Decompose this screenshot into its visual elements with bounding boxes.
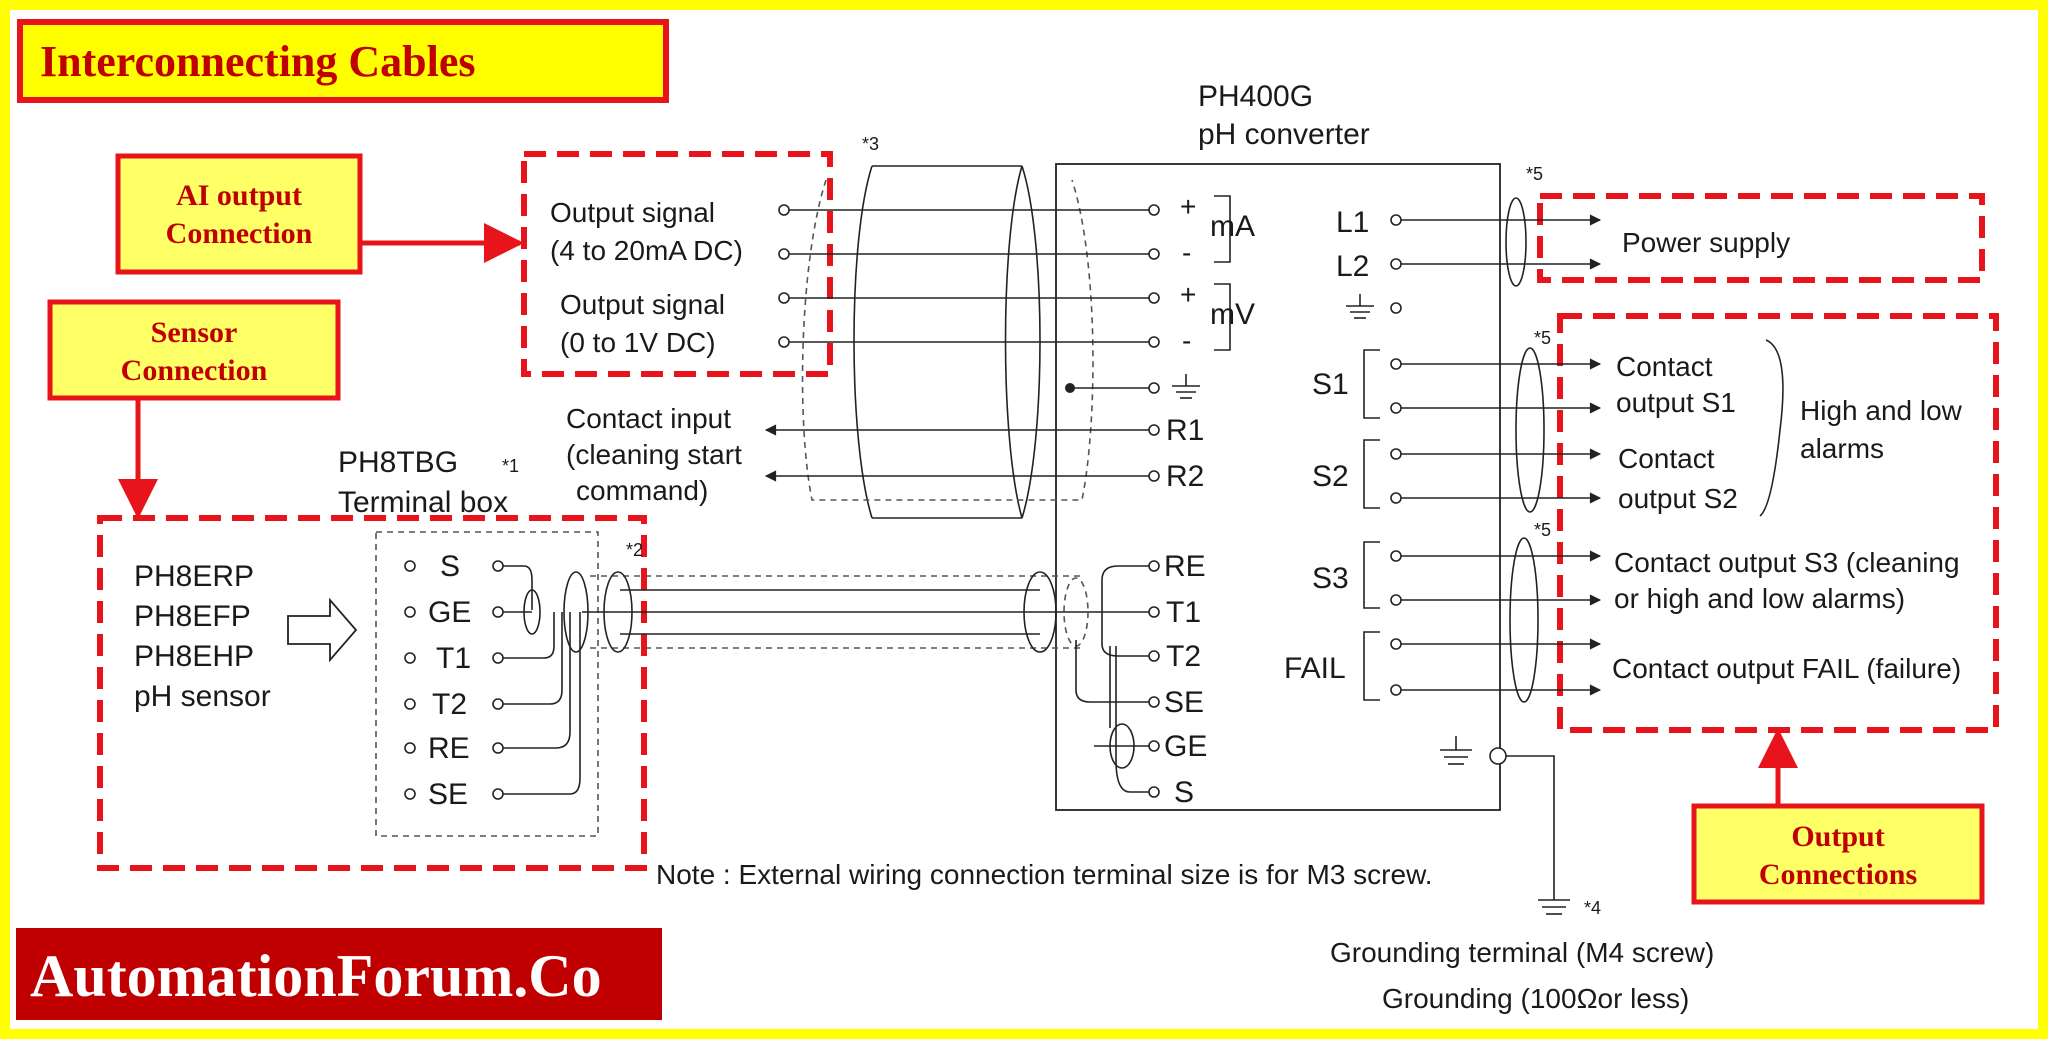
contact-input-label-3: command) (576, 475, 708, 506)
output-callout: Output Connections (1691, 728, 1985, 905)
sensor-region (97, 515, 647, 871)
grounding-label: Grounding (100Ωor less) (1382, 983, 1689, 1014)
output-signal-wires: Output signal (4 to 20mA DC) Output sign… (550, 191, 1255, 399)
contact-s1-label-1: Contact (1616, 351, 1713, 382)
page-title: Interconnecting Cables (40, 37, 476, 86)
tb-terminal-t2: T2 (432, 688, 467, 721)
mv-minus: - (1182, 325, 1191, 356)
contact-output-wires: *5 *5 S1 S2 S3 FAIL Contact output S1 Co… (1284, 328, 1963, 703)
terminal-se: SE (1164, 686, 1204, 719)
note-star2: *2 (626, 540, 643, 560)
power-supply-label: Power supply (1622, 227, 1790, 258)
output-ma-label-1: Output signal (550, 197, 715, 228)
power-supply-region (1537, 193, 1985, 283)
contact-s3-label-2: or high and low alarms) (1614, 583, 1905, 614)
tb-terminal-t1: T1 (436, 642, 471, 675)
power-supply-wires: *5 L1 L2 Power supply (1336, 164, 1790, 319)
grounding: *4 Grounding terminal (M4 screw) Groundi… (1330, 736, 1714, 1014)
terminal-t2: T2 (1166, 640, 1201, 673)
contact-s1-label-2: output S1 (1616, 387, 1736, 418)
contact-input-label-1: Contact input (566, 403, 731, 434)
sensor-name: pH sensor (134, 680, 271, 713)
sensor-cable: *2 (582, 540, 1150, 653)
tb-terminal-se: SE (428, 778, 468, 811)
note-star5-power: *5 (1526, 164, 1543, 184)
output-callout-line2: Connections (1759, 858, 1917, 891)
terminal-r2: R2 (1166, 460, 1204, 493)
sensor-model-1: PH8ERP (134, 560, 254, 593)
terminal-fail: FAIL (1284, 652, 1346, 685)
brand-banner: AutomationForum.Co (16, 928, 662, 1020)
tb-terminal-re: RE (428, 732, 470, 765)
terminal-box: PH8TBG *1 Terminal box S GE T1 T2 RE SE (338, 446, 599, 837)
terminal-box-note: *1 (502, 456, 519, 476)
output-ma-label-2: (4 to 20mA DC) (550, 235, 743, 266)
terminal-re: RE (1164, 550, 1206, 583)
converter-name: pH converter (1198, 118, 1370, 151)
alarms-label-1: High and low (1800, 395, 1963, 426)
converter-model: PH400G (1198, 80, 1313, 113)
title-box: Interconnecting Cables (17, 19, 669, 103)
contact-s2-label-2: output S2 (1618, 483, 1738, 514)
ai-output-line1: AI output (176, 179, 302, 212)
note-star5-s3: *5 (1534, 520, 1551, 540)
ma-label: mA (1210, 210, 1255, 243)
mv-label: mV (1210, 298, 1255, 331)
ph-converter: PH400G pH converter (1055, 80, 1501, 811)
ai-output-line2: Connection (166, 217, 313, 250)
note-star4: *4 (1584, 898, 1601, 918)
grounding-terminal-label: Grounding terminal (M4 screw) (1330, 937, 1714, 968)
sensor-callout-line2: Connection (121, 354, 268, 387)
sensor-callout-line1: Sensor (151, 316, 238, 349)
mv-plus: + (1180, 279, 1196, 310)
terminal-l2: L2 (1336, 250, 1369, 283)
sensor-model-2: PH8EFP (134, 600, 251, 633)
contact-s2-label-1: Contact (1618, 443, 1715, 474)
note-star3: *3 (862, 134, 879, 154)
output-mv-label-1: Output signal (560, 289, 725, 320)
sensor-input-terminals: RE T1 T2 SE GE S (1075, 550, 1207, 809)
alarms-label-2: alarms (1800, 433, 1884, 464)
contact-fail-label: Contact output FAIL (failure) (1612, 653, 1961, 684)
terminal-t1: T1 (1166, 596, 1201, 629)
ai-output-region (521, 151, 833, 377)
signal-cable-bundle: *3 (801, 134, 1094, 519)
terminal-s1: S1 (1312, 368, 1349, 401)
ph-sensor: PH8ERP PH8EFP PH8EHP pH sensor (134, 560, 358, 713)
terminal-s3: S3 (1312, 562, 1349, 595)
sensor-callout: Sensor Connection (47, 299, 341, 519)
output-callout-line1: Output (1791, 820, 1884, 853)
wiring-note: Note : External wiring connection termin… (656, 859, 1433, 890)
note-star5-s1s2: *5 (1534, 328, 1551, 348)
ma-minus: - (1182, 237, 1191, 268)
contact-input-wires: Contact input (cleaning start command) R… (566, 403, 1204, 506)
terminal-s: S (1174, 776, 1194, 809)
contact-s3-label-1: Contact output S3 (cleaning (1614, 547, 1960, 578)
tb-terminal-s: S (440, 550, 460, 583)
terminal-box-model: PH8TBG (338, 446, 458, 479)
terminal-ge: GE (1164, 730, 1207, 763)
sensor-model-3: PH8EHP (134, 640, 254, 673)
ma-plus: + (1180, 191, 1196, 222)
output-mv-label-2: (0 to 1V DC) (560, 327, 716, 358)
contact-output-region (1557, 313, 1999, 733)
brand-text: AutomationForum.Co (30, 943, 602, 1009)
contact-input-label-2: (cleaning start (566, 439, 742, 470)
terminal-l1: L1 (1336, 206, 1369, 239)
terminal-s2: S2 (1312, 460, 1349, 493)
terminal-box-name: Terminal box (338, 486, 508, 519)
tb-terminal-ge: GE (428, 596, 471, 629)
ai-output-callout: AI output Connection (115, 153, 524, 275)
terminal-r1: R1 (1166, 414, 1204, 447)
sensor-arrow (287, 597, 358, 663)
